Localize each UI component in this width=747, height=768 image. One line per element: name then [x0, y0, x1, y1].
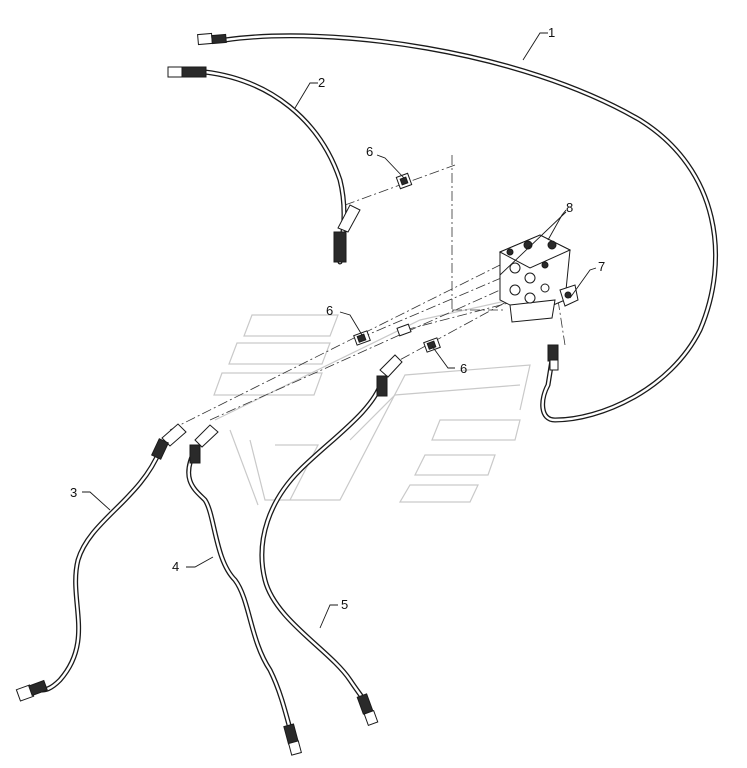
hose-1	[197, 32, 718, 423]
hose-4	[186, 424, 302, 756]
steering-valve-8	[498, 234, 572, 323]
hose-4-end-crimp	[283, 723, 299, 745]
elbow-fitting-7	[559, 284, 579, 307]
hose-3	[15, 423, 187, 702]
hose-3-end-crimp	[28, 679, 48, 697]
callout-1: 1	[548, 25, 555, 40]
adapter-fitting-6-middle	[353, 330, 371, 346]
hose-1-crimp-lower	[547, 344, 559, 362]
hose-1-crimp-upper	[211, 33, 227, 45]
callout-6-middle: 6	[326, 303, 333, 318]
hose-4-crimp	[189, 444, 201, 464]
hose-5-end-crimp	[356, 693, 374, 715]
hose-5-end-fitting	[363, 710, 379, 726]
hose-5	[259, 354, 403, 726]
hose-5-crimp	[376, 375, 388, 397]
callout-3: 3	[70, 485, 77, 500]
callout-6-upper: 6	[366, 144, 373, 159]
callout-2: 2	[318, 75, 325, 90]
adapter-fitting-small	[396, 323, 412, 337]
hose-5-elbow	[379, 354, 403, 378]
hose-1-fitting-upper	[197, 32, 213, 46]
assembly-centerlines	[169, 155, 566, 431]
hose-4-end-fitting	[288, 740, 302, 756]
hose-2-lower-crimp	[333, 231, 347, 263]
hose-2	[167, 66, 361, 265]
hose-1-fitting-lower	[549, 359, 559, 371]
callout-7: 7	[598, 259, 605, 274]
hose-4-elbow	[194, 424, 219, 448]
adapter-fitting-6-lower	[423, 337, 441, 353]
callout-8: 8	[566, 200, 573, 215]
callout-4: 4	[172, 559, 179, 574]
callout-labels: 1 2 3 4 5 6 6 6 7 8	[70, 25, 605, 612]
hose-2-elbow	[337, 204, 361, 233]
leader-lines	[82, 32, 597, 629]
callout-5: 5	[341, 597, 348, 612]
callout-6-lower: 6	[460, 361, 467, 376]
hose-2-crimp	[181, 66, 207, 78]
hose-3-crimp	[151, 438, 169, 460]
adapter-fitting-6-upper	[395, 172, 413, 190]
hose-2-fitting	[167, 66, 183, 78]
